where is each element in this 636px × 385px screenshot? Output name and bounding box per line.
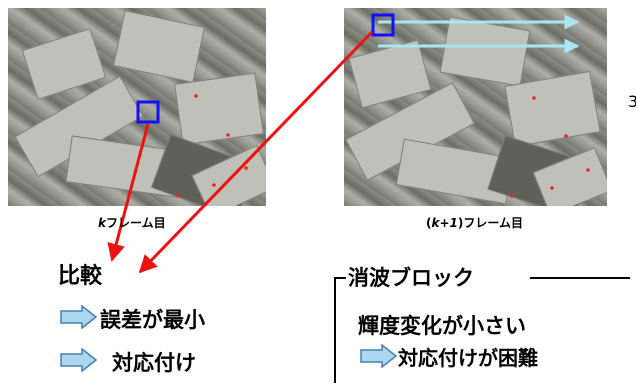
feature-point [586, 168, 590, 172]
feature-points [176, 94, 590, 198]
breakwater-heading: 消波ブロック [348, 266, 474, 290]
caption-paren-close: ) [457, 216, 464, 230]
caption-paren-open: ( [426, 216, 432, 230]
section-bracket-top-right [530, 277, 630, 279]
feature-point [550, 186, 554, 190]
frame-index-variable: k+1 [431, 216, 458, 230]
feature-point [510, 194, 514, 198]
cropped-edge-text: 3 [628, 92, 636, 111]
feature-point [194, 94, 198, 98]
section-bracket-top [334, 277, 346, 279]
breakwater-correspondence-difficult: 対応付けが困難 [398, 346, 538, 370]
frame-caption-suffix: フレーム目 [105, 216, 166, 230]
block-arrow-icon [60, 348, 98, 372]
comparison-heading: 比較 [58, 264, 103, 289]
match-arrow-from-frame-k1 [138, 30, 374, 274]
frame-k1-image [344, 8, 607, 206]
feature-point [176, 194, 180, 198]
feature-point [564, 134, 568, 138]
block-arrow-icon [60, 305, 98, 329]
selection-box-frame-k [136, 100, 160, 124]
breakwater-low-luminance-change: 輝度変化が小さい [358, 314, 526, 338]
frame-k-caption: kフレーム目 [98, 214, 166, 231]
comparison-item-correspondence: 対応付け [112, 351, 196, 375]
block-arrow-icon [360, 344, 398, 368]
frame-k1-caption: (k+1)フレーム目 [426, 214, 523, 231]
section-bracket-side [334, 277, 336, 383]
feature-point [226, 133, 230, 137]
frame-index-variable: k [98, 216, 106, 230]
comparison-item-min-error: 誤差が最小 [100, 308, 205, 332]
frame-caption-suffix: フレーム目 [463, 216, 523, 230]
selection-box-frame-k1 [371, 13, 395, 37]
match-arrow-from-frame-k [107, 123, 150, 262]
feature-point [244, 166, 248, 170]
feature-point [532, 96, 536, 100]
feature-point [212, 183, 216, 187]
